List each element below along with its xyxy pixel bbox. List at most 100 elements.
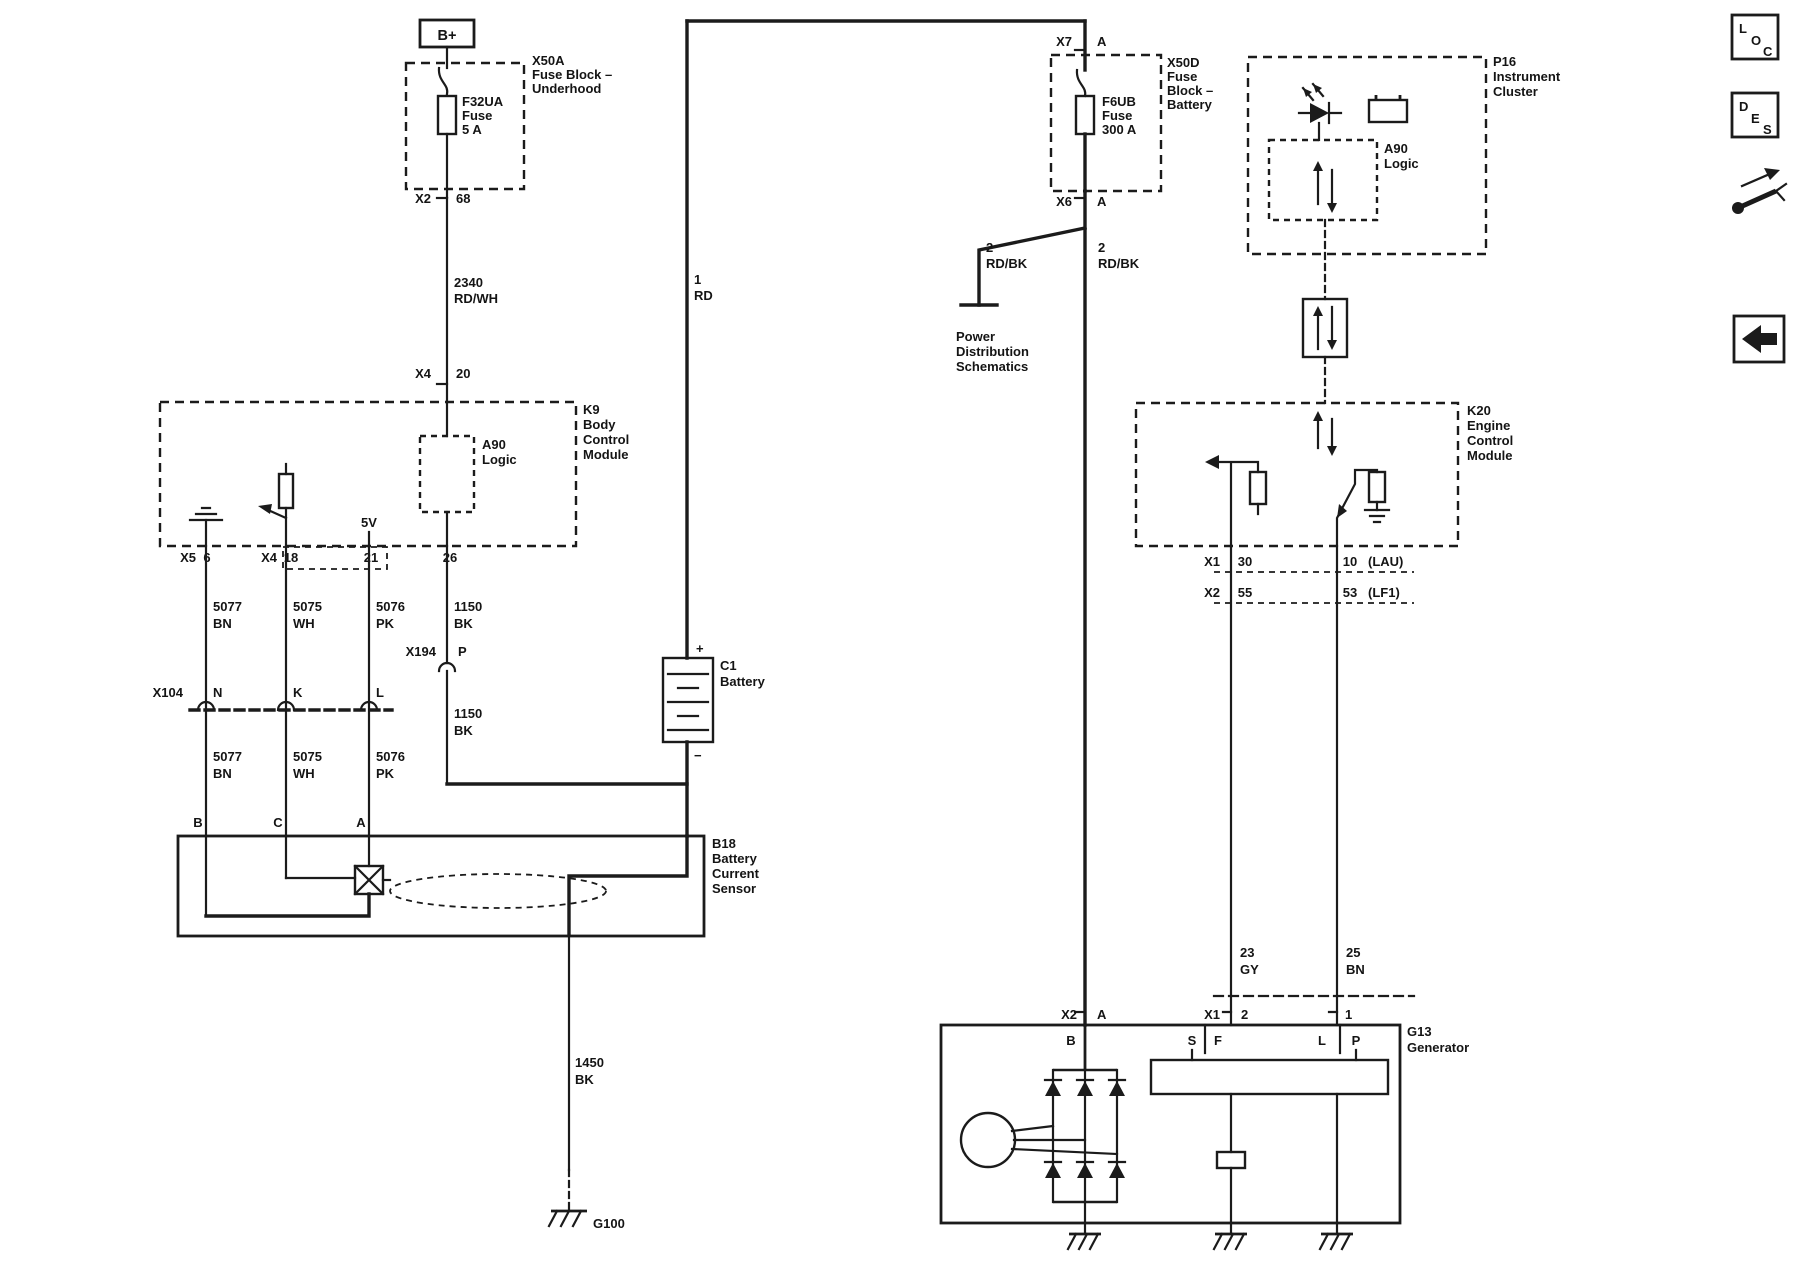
loc-nav-button[interactable]: L O C xyxy=(1730,13,1780,61)
f32ua-word: Fuse xyxy=(462,108,492,123)
k20-engine-control-module: K20 Engine Control Module X1 30 10 (LAU)… xyxy=(1134,401,1513,604)
x104-id: X104 xyxy=(153,685,184,700)
fuse-element-f6ub xyxy=(1074,94,1096,136)
g13-pin-b: B xyxy=(1066,1033,1075,1048)
k9-connector-row-box xyxy=(282,546,388,570)
x50a-desc1: Fuse Block – xyxy=(532,67,612,82)
g13-pin-s: S xyxy=(1188,1033,1197,1048)
b18-id: B18 xyxy=(712,836,736,851)
bplus-terminal: B+ xyxy=(418,18,476,70)
p16-desc2: Cluster xyxy=(1493,84,1538,99)
power-dist-line3: Schematics xyxy=(956,359,1028,374)
g13-conn-b: X2 xyxy=(1061,1007,1077,1022)
wire-1450-color: BK xyxy=(575,1072,594,1087)
wire-5075-id-a: 5075 xyxy=(293,599,322,614)
b18-desc1: Battery xyxy=(712,851,758,866)
battery-cells-symbol xyxy=(666,672,710,732)
x50a-boundary xyxy=(404,61,526,191)
wire-23-color: GY xyxy=(1240,962,1259,977)
x50a-out-conn: X2 xyxy=(415,191,431,206)
des-nav-button[interactable]: D E S xyxy=(1730,91,1780,139)
k20-desc1: Engine xyxy=(1467,418,1510,433)
rectifier-bridge xyxy=(1043,1025,1127,1204)
power-distribution-branch: 2 RD/BK Power Distribution Schematics xyxy=(956,225,1088,374)
battery-telltale-icon xyxy=(1367,95,1409,124)
k20-pin-row-separators xyxy=(1214,571,1414,604)
k20-row2-right: 53 xyxy=(1343,585,1357,600)
p16-instrument-cluster: P16 Instrument Cluster A90 Logic xyxy=(1246,54,1561,256)
wire-2-color-branch: RD/BK xyxy=(986,256,1028,271)
k20-row2-conn: X2 xyxy=(1204,585,1220,600)
g100-label: G100 xyxy=(593,1216,625,1231)
loc-letter-c: C xyxy=(1763,44,1773,59)
k20-row1-conn: X1 xyxy=(1204,554,1220,569)
wire-5076-id-a: 5076 xyxy=(376,599,405,614)
wire-2340-rdwh: 2340 RD/WH X4 20 xyxy=(415,196,498,438)
b18-pin-a: A xyxy=(356,815,366,830)
power-dist-line1: Power xyxy=(956,329,995,344)
wire-5077-color-b: BN xyxy=(213,766,232,781)
k9-desc2: Control xyxy=(583,432,629,447)
back-nav-button[interactable] xyxy=(1732,314,1786,364)
x50d-desc2: Block – xyxy=(1167,83,1213,98)
k9-a90-logic-box xyxy=(418,434,476,514)
wire-2-id-branch: 2 xyxy=(986,240,993,255)
k9-pin20: 20 xyxy=(456,366,470,381)
back-arrow-icon xyxy=(1742,325,1777,353)
k9-internal-ground-symbol xyxy=(188,506,224,548)
pin-dividers xyxy=(1203,1023,1342,1055)
wire-2340-color: RD/WH xyxy=(454,291,498,306)
k9-pin21: 21 xyxy=(364,550,378,565)
k9-pin18: 18 xyxy=(284,550,298,565)
f32ua-rating: 5 A xyxy=(462,122,482,137)
wire-5075-color-b: WH xyxy=(293,766,315,781)
des-letter-d: D xyxy=(1739,99,1748,114)
wire-5076-id-b: 5076 xyxy=(376,749,405,764)
serial-data-arrows-cluster xyxy=(1313,161,1337,213)
k9-conn-x4-top: X4 xyxy=(415,366,432,381)
wire-1150-bk: 1150 BK X194 P 1150 BK xyxy=(406,544,689,786)
k20-row2-note: (LF1) xyxy=(1368,585,1400,600)
x50d-fuse-block: X7 A F6UB Fuse 300 A X50D Fuse Block – B… xyxy=(1049,19,1213,209)
wire-1150-color-a: BK xyxy=(454,616,473,631)
f6ub-word: Fuse xyxy=(1102,108,1132,123)
wire-2340-id: 2340 xyxy=(454,275,483,290)
wires-23gy-25bn: 23 GY 25 BN X1 2 1 xyxy=(1204,544,1416,1027)
g13-pin-f: F xyxy=(1214,1033,1222,1048)
g13-boundary xyxy=(939,1023,1402,1225)
serial-data-arrows-ecm xyxy=(1313,411,1337,456)
regulator-sense-leg xyxy=(1215,1092,1247,1236)
p16-a90-id: A90 xyxy=(1384,141,1408,156)
voltage-regulator-block xyxy=(1149,1048,1390,1096)
g13-conn-f: X1 xyxy=(1204,1007,1220,1022)
k20-row1-right: 10 xyxy=(1343,554,1357,569)
g13-conn-f-pin: 2 xyxy=(1241,1007,1248,1022)
bplus-label: B+ xyxy=(438,28,457,44)
k9-conn-x4-row: X4 xyxy=(261,550,278,565)
wire-2-id-main: 2 xyxy=(1098,240,1105,255)
k9-id: K9 xyxy=(583,402,600,417)
c1-battery: + − C1 Battery xyxy=(661,641,766,838)
wrench-arrow-icon[interactable] xyxy=(1732,168,1788,214)
p16-boundary xyxy=(1246,55,1488,256)
loc-letter-o: O xyxy=(1751,33,1761,48)
c1-id: C1 xyxy=(720,658,737,673)
power-dist-line2: Distribution xyxy=(956,344,1029,359)
k20-field-monitor-circuit xyxy=(1205,455,1268,548)
b18-pin-b: B xyxy=(193,815,202,830)
b18-internal-circuit xyxy=(204,834,689,937)
wire-5077-color-a: BN xyxy=(213,616,232,631)
x50d-desc1: Fuse xyxy=(1167,69,1197,84)
x50d-in-conn: X7 xyxy=(1056,34,1072,49)
wire-5076-color-a: PK xyxy=(376,616,395,631)
p16-a90-word: Logic xyxy=(1384,156,1419,171)
k9-body-control-module: K9 Body Control Module A90 Logic 5V X5 6… xyxy=(158,400,629,570)
x50d-out-pin: A xyxy=(1097,194,1107,209)
b18-pin-c: C xyxy=(273,815,283,830)
p16-id: P16 xyxy=(1493,54,1516,69)
loc-letter-l: L xyxy=(1739,21,1747,36)
g13-id: G13 xyxy=(1407,1024,1432,1039)
charge-indicator-lamp-icon xyxy=(1297,82,1343,125)
x50d-in-pin: A xyxy=(1097,34,1107,49)
